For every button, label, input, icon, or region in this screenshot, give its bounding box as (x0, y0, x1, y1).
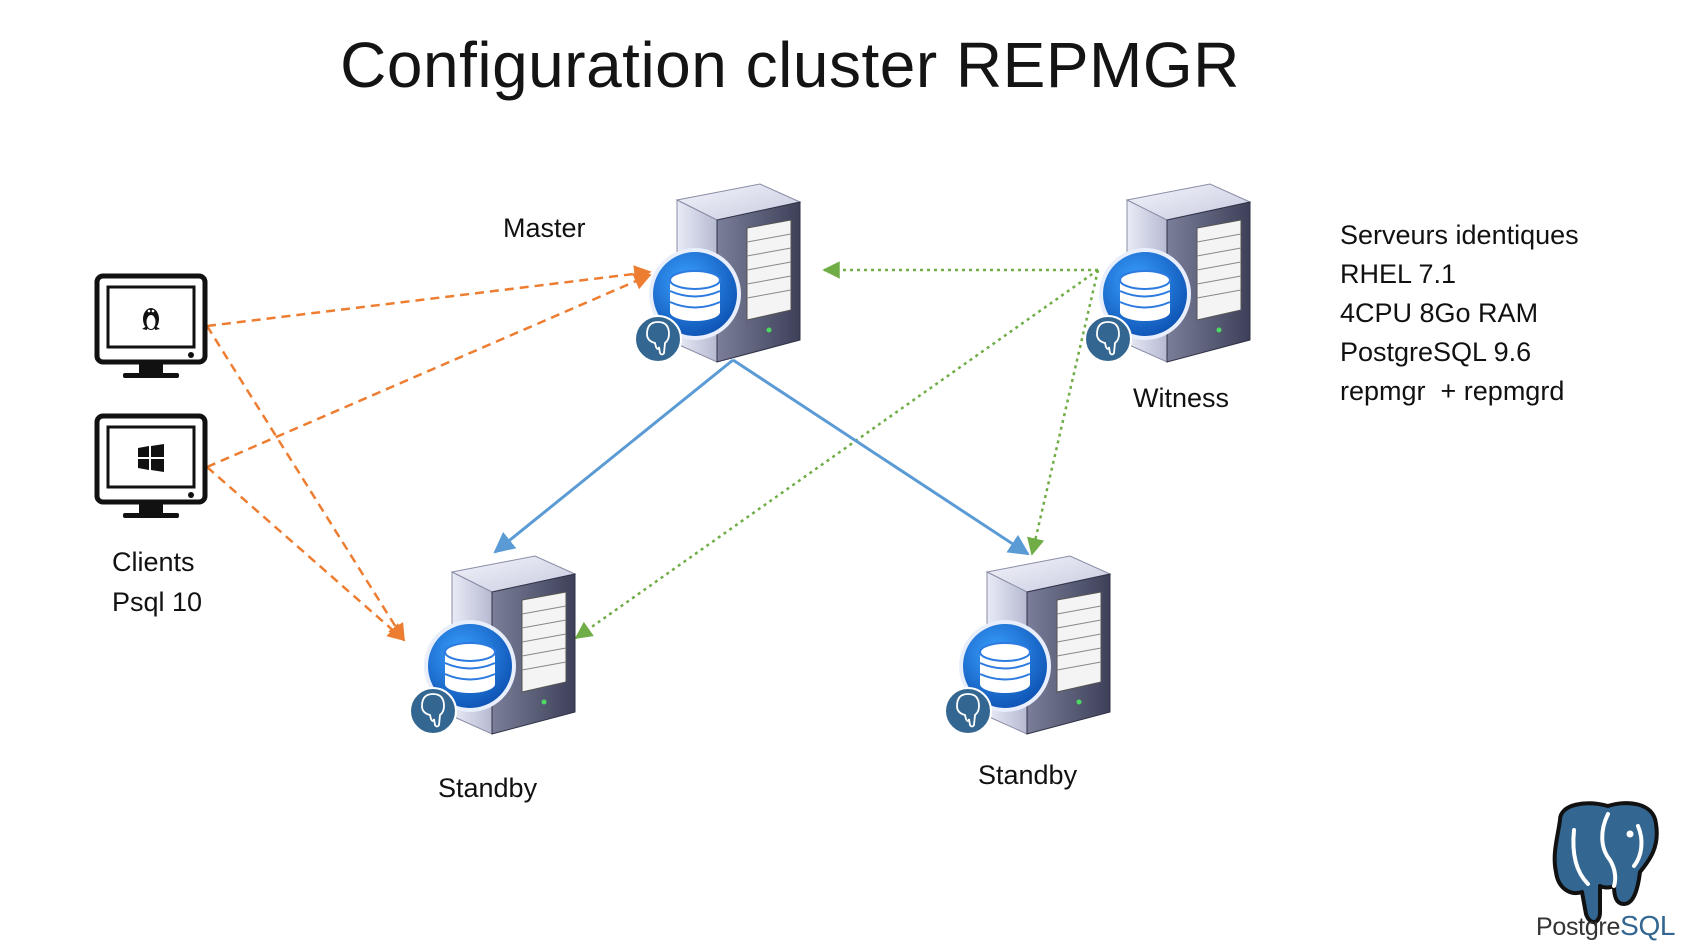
server-tower-icon (408, 554, 577, 736)
server-tower-icon (943, 554, 1112, 736)
spec-line: 4CPU 8Go RAM (1340, 298, 1539, 328)
spec-line: RHEL 7.1 (1340, 259, 1457, 289)
windows-logo-icon (138, 444, 164, 472)
standby-left-server[interactable] (408, 554, 577, 736)
master-label: Master (503, 213, 586, 243)
master-to-standby-right-arrow (732, 358, 1030, 556)
spec-line: Serveurs identiques (1340, 220, 1579, 250)
postgresql-logo-text: PostgreSQL (1536, 910, 1676, 942)
replication-arrows (493, 358, 1030, 556)
server-tower-icon (633, 182, 802, 364)
linux-client-to-standby-arrow (205, 325, 406, 642)
spec-line: PostgreSQL 9.6 (1340, 337, 1532, 367)
linux-tux-icon (142, 308, 160, 330)
linux-client-to-master-arrow (206, 265, 652, 328)
windows-client (94, 413, 208, 518)
master-to-standby-left-arrow (493, 358, 734, 554)
windows-client-to-master-arrow (206, 273, 652, 469)
witness-server[interactable] (1083, 182, 1252, 364)
witness-label: Witness (1133, 383, 1230, 413)
clients-title: Clients (112, 547, 195, 577)
witness-to-standby-right-arrow (1027, 269, 1100, 556)
logo-text-plain: Postgre (1536, 913, 1621, 941)
spec-line: repmgr + repmgrd (1340, 376, 1565, 406)
witness-monitoring-arrows (574, 261, 1100, 640)
postgresql-elephant-logo-icon (1552, 801, 1659, 924)
windows-client-to-standby-arrow (206, 466, 406, 642)
clients-label: Clients Psql 10 (112, 542, 202, 622)
server-tower-icon (1083, 182, 1252, 364)
standby-right-label: Standby (978, 760, 1078, 790)
standby-right-server[interactable] (943, 554, 1112, 736)
witness-to-standby-left-arrow (574, 268, 1099, 640)
master-server[interactable] (633, 182, 802, 364)
standby-left-label: Standby (438, 773, 538, 803)
linux-client (94, 273, 208, 378)
clients-version: Psql 10 (112, 587, 203, 617)
server-specs-list: Serveurs identiques RHEL 7.1 4CPU 8Go RA… (1340, 216, 1579, 411)
client-connection-arrows (205, 265, 652, 642)
diagram-title: Configuration cluster REPMGR (340, 29, 1240, 101)
logo-text-accent: SQL (1620, 910, 1676, 941)
